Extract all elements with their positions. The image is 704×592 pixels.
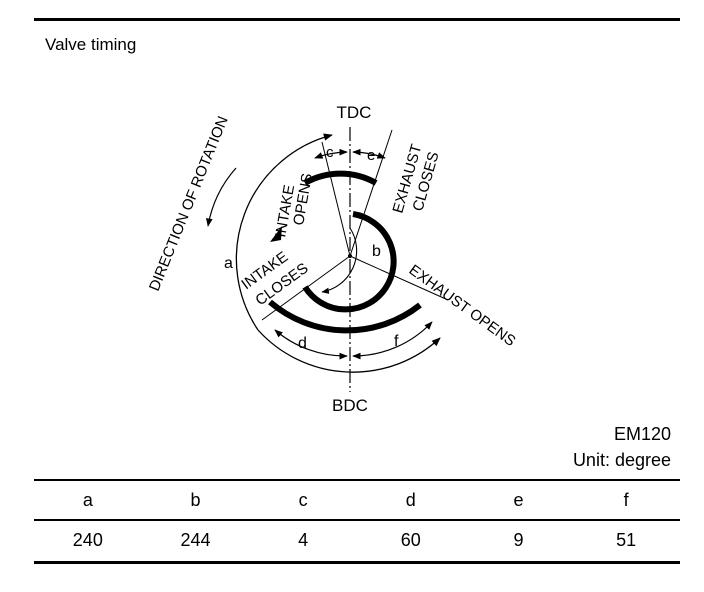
unit-label: Unit: degree [572,450,671,470]
exhaust-opens-label: EXHAUST OPENS [406,261,519,350]
dimension-arc-a-lower [257,329,441,373]
rotation-label: DIRECTION OF ROTATION [146,114,232,294]
exhaust-closes-line [349,129,393,257]
intake-duration-arc [303,170,378,186]
intake-opens-label-2: OPENS [290,172,316,227]
exhaust-duration-arc [302,211,397,313]
column-header: b [141,479,250,521]
table-header-row: a b c d e f [34,479,680,521]
table-cell: 60 [356,520,465,564]
figure-code: EM120 [613,424,671,444]
valve-timing-table: a b c d e f 240 244 4 60 9 51 [34,479,680,564]
exhaust-opens-line [349,255,449,301]
dimension-arc-e [352,148,386,159]
crank-center [348,254,352,258]
table-row: 240 244 4 60 9 51 [34,520,680,564]
dimension-arc-b [321,227,358,294]
page-title: Valve timing [45,35,137,54]
dimension-arc-f [352,321,433,360]
table-cell: 244 [141,520,250,564]
column-header: d [356,479,465,521]
table-cell: 51 [572,520,680,564]
column-header: e [464,479,573,521]
table-cell: 240 [34,520,142,564]
table-cell: 9 [464,520,573,564]
column-header: a [34,479,142,521]
rotation-arrow-head [270,226,282,242]
intake-closes-arc [268,299,422,334]
dimension-arc-c [314,148,348,159]
top-rule [34,18,680,21]
bdc-label: BDC [332,396,368,415]
rotation-arrow [205,167,237,227]
label-f: f [394,333,399,350]
label-b: b [372,243,381,260]
intake-closes-line [261,255,351,321]
column-header: f [572,479,680,521]
column-header: c [249,479,357,521]
label-c: c [326,144,334,161]
table-cell: 4 [249,520,357,564]
dimension-arc-a [235,133,333,331]
label-a: a [224,255,233,272]
label-d: d [298,335,307,352]
label-e: e [367,147,375,164]
intake-opens-line [321,141,351,257]
dimension-arc-d [274,329,348,360]
tdc-label: TDC [337,103,372,122]
